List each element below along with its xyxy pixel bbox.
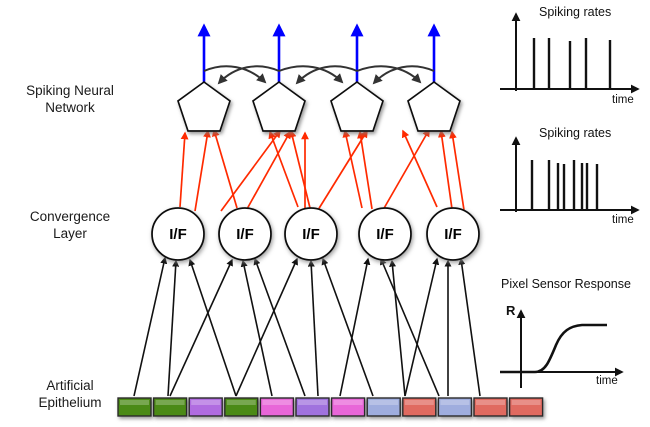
sensor-arrow xyxy=(188,258,237,397)
epithelium-pixel-highlight xyxy=(226,400,256,405)
epithelium-pixel-blue[interactable] xyxy=(366,397,401,417)
sensor-arrow xyxy=(404,257,440,397)
convergence-arrow xyxy=(449,130,465,211)
lateral-arrow xyxy=(356,65,422,84)
spiking-neuron[interactable] xyxy=(406,80,462,132)
sensor-arrow xyxy=(321,257,374,397)
epithelium-pixel-magenta[interactable] xyxy=(330,397,366,417)
convergence-to-snn-arrows xyxy=(179,128,465,212)
convergence-arrow xyxy=(194,129,211,212)
lateral-arrow xyxy=(203,65,267,84)
plot-pixel-sensor-response xyxy=(500,309,624,388)
spiking-neuron[interactable] xyxy=(251,80,307,132)
epithelium-pixel-purple[interactable] xyxy=(295,397,330,417)
sensor-arrow xyxy=(167,259,180,397)
spiking-neurons xyxy=(176,80,462,132)
sensor-to-convergence-arrows xyxy=(133,256,481,397)
if-node-label: I/F xyxy=(376,226,394,243)
convergence-arrow xyxy=(438,129,453,210)
convergence-arrow xyxy=(179,131,189,208)
if-node-label: I/F xyxy=(444,226,462,243)
if-node[interactable]: I/F xyxy=(218,207,272,261)
convergence-arrow xyxy=(401,129,438,208)
convergence-arrow xyxy=(212,128,238,209)
if-node-label: I/F xyxy=(169,226,187,243)
axis-label-time-sensor: time xyxy=(596,375,618,387)
convergence-arrow xyxy=(246,130,291,210)
spiking-neuron[interactable] xyxy=(329,80,385,132)
axis-label-time-top: time xyxy=(612,94,634,106)
lateral-arrow xyxy=(278,65,344,84)
output-spike-arrows xyxy=(197,23,441,84)
epithelium-pixel-magenta[interactable] xyxy=(259,397,295,417)
convergence-arrow xyxy=(288,129,311,209)
if-node-label: I/F xyxy=(236,226,254,243)
plot-title-spiking-rates-top: Spiking rates xyxy=(539,5,612,19)
epithelium-pixel-highlight xyxy=(262,400,292,405)
spike-train-bottom xyxy=(530,160,599,210)
plot-spiking-rates-top xyxy=(500,12,640,94)
epithelium-pixel-highlight xyxy=(155,400,185,405)
if-node-label: I/F xyxy=(302,226,320,243)
sensor-arrow xyxy=(169,258,233,397)
convergence-arrow xyxy=(317,129,368,211)
convergence-arrow xyxy=(342,129,363,209)
if-node[interactable]: I/F xyxy=(284,207,338,261)
lateral-arrow xyxy=(217,65,280,85)
sensor-response-curve xyxy=(500,323,607,374)
convergence-arrow xyxy=(220,129,281,212)
epithelium-pixel-green[interactable] xyxy=(117,397,152,417)
convergence-arrow xyxy=(268,130,299,208)
epithelium-pixel-highlight xyxy=(476,400,505,405)
spiking-neuron[interactable] xyxy=(176,80,232,132)
sensor-arrow xyxy=(240,259,273,397)
epithelium-pixel-strip xyxy=(117,397,544,417)
lateral-arrow xyxy=(372,65,435,85)
axis-label-response: R xyxy=(506,303,516,318)
sensor-arrow xyxy=(379,257,440,397)
lateral-connections xyxy=(203,65,435,85)
epithelium-pixel-red[interactable] xyxy=(402,397,437,417)
epithelium-pixel-highlight xyxy=(191,400,221,405)
epithelium-pixel-red[interactable] xyxy=(473,397,508,417)
if-node[interactable]: I/F xyxy=(358,207,412,261)
epithelium-pixel-purple[interactable] xyxy=(188,397,223,417)
plot-spiking-rates-bottom xyxy=(500,136,640,215)
plot-title-spiking-rates-bottom: Spiking rates xyxy=(539,126,612,140)
sensor-arrow xyxy=(339,257,371,397)
epithelium-pixel-blue[interactable] xyxy=(437,397,473,417)
axis-label-time-bottom: time xyxy=(612,214,634,226)
sensor-arrow xyxy=(389,259,406,397)
epithelium-pixel-highlight xyxy=(120,400,149,405)
epithelium-pixel-highlight xyxy=(404,400,434,405)
sensor-arrow xyxy=(307,259,319,397)
epithelium-pixel-green[interactable] xyxy=(152,397,188,417)
epithelium-pixel-highlight xyxy=(369,400,399,405)
if-node[interactable]: I/F xyxy=(151,207,205,261)
epithelium-pixel-highlight xyxy=(440,400,470,405)
plot-title-pixel-sensor-response: Pixel Sensor Response xyxy=(501,277,631,291)
if-node[interactable]: I/F xyxy=(426,207,480,261)
convergence-layer-nodes: I/F I/F I/F I/F I/F xyxy=(151,207,480,261)
spike-train-top xyxy=(532,38,612,89)
convergence-arrow xyxy=(357,130,373,210)
lateral-arrow xyxy=(295,65,358,85)
epithelium-pixel-highlight xyxy=(333,400,363,405)
sensor-arrow xyxy=(253,257,306,397)
sensor-arrow xyxy=(133,256,168,397)
epithelium-pixel-red[interactable] xyxy=(508,397,544,417)
epithelium-pixel-highlight xyxy=(511,400,541,405)
convergence-arrow xyxy=(382,128,430,211)
sensor-arrow xyxy=(235,257,298,397)
epithelium-pixel-green[interactable] xyxy=(224,397,259,417)
epithelium-pixel-highlight xyxy=(298,400,327,405)
sensor-arrow xyxy=(458,257,481,397)
